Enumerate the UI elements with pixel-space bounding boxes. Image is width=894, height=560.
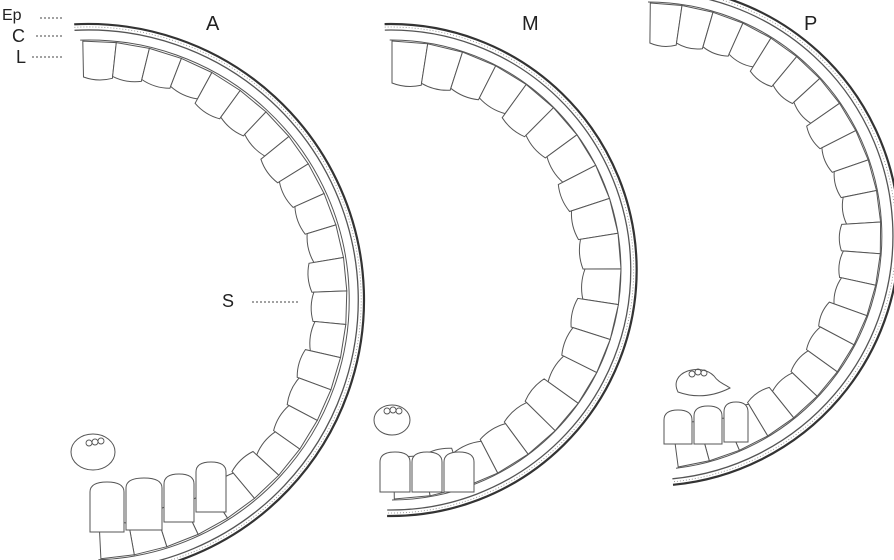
- a-basal-cell: [196, 462, 226, 512]
- a-cell: [308, 258, 347, 293]
- a-basal-cell: [90, 482, 124, 532]
- m-cell-layer: [380, 41, 621, 499]
- oval-body-a: [71, 434, 115, 470]
- a-cell: [83, 41, 117, 80]
- panel-m-letter: M: [522, 14, 539, 34]
- septum-label: S: [222, 292, 234, 310]
- a-basal-cell: [164, 474, 194, 522]
- m-cell: [579, 233, 621, 269]
- m-cell: [582, 269, 621, 305]
- cuticle-label: C: [12, 27, 25, 45]
- lumen-label: L: [16, 48, 26, 66]
- a-basal-cell: [126, 478, 162, 530]
- panel-a-letter: A: [206, 14, 219, 34]
- p-basal-cell: [694, 406, 722, 444]
- a-cell: [311, 291, 347, 325]
- p-cell: [839, 222, 880, 254]
- panel-a-section: [74, 24, 364, 560]
- p-cell-layer: [650, 3, 881, 467]
- epidermis-label: Ep: [2, 8, 22, 24]
- panel-p-letter: P: [804, 14, 817, 34]
- oval-body-p: [676, 369, 730, 396]
- a-cell-layer: [83, 41, 347, 559]
- panel-p-section: [643, 0, 894, 485]
- oval-body-m: [374, 405, 410, 435]
- p-basal-cell: [724, 402, 748, 442]
- panel-m-section: [380, 24, 637, 516]
- m-basal-cell: [444, 452, 474, 492]
- m-basal-cell: [412, 452, 442, 492]
- p-basal-cell: [664, 410, 692, 444]
- m-basal-cell: [380, 452, 410, 492]
